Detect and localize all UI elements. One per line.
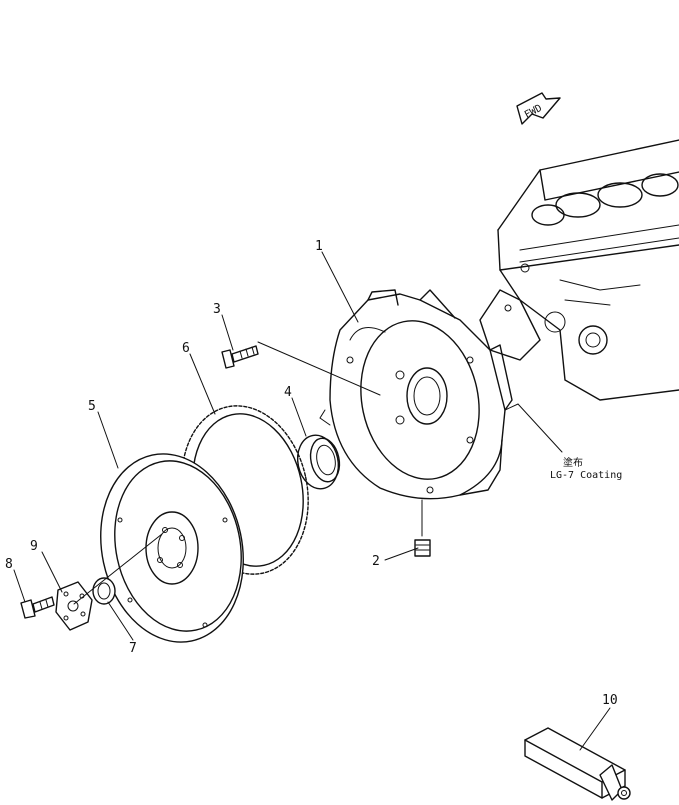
- callout-4: 4: [284, 385, 292, 400]
- engine-block: [479, 139, 679, 401]
- tool: [524, 727, 631, 801]
- coating-note-text: LG-7 Coating: [550, 470, 622, 481]
- callout-6: 6: [182, 341, 190, 356]
- oil-seal: [296, 434, 341, 490]
- callout-7: 7: [129, 641, 137, 656]
- plug: [414, 539, 431, 557]
- callout-9: 9: [30, 539, 38, 554]
- leader-lines: [13, 251, 611, 751]
- fwd-arrow-icon: FWD: [516, 92, 561, 125]
- callout-3: 3: [213, 302, 221, 317]
- callout-1: 1: [315, 239, 323, 254]
- callout-10: 10: [602, 693, 618, 708]
- callout-5: 5: [88, 399, 96, 414]
- flywheel: [100, 453, 244, 643]
- coating-note: 塗布 LG-7 Coating: [550, 456, 622, 481]
- callouts: 1 2 3 4 5 6 7 8 9 10: [5, 239, 618, 708]
- callout-8: 8: [5, 557, 13, 572]
- flywheel-bolt: [20, 596, 55, 619]
- washer-plate: [55, 581, 93, 631]
- housing-bolt: [221, 345, 259, 369]
- bearing: [92, 577, 116, 605]
- callout-2: 2: [372, 554, 380, 569]
- flywheel-housing: [319, 289, 513, 500]
- coating-note-kanji: 塗布: [563, 456, 583, 469]
